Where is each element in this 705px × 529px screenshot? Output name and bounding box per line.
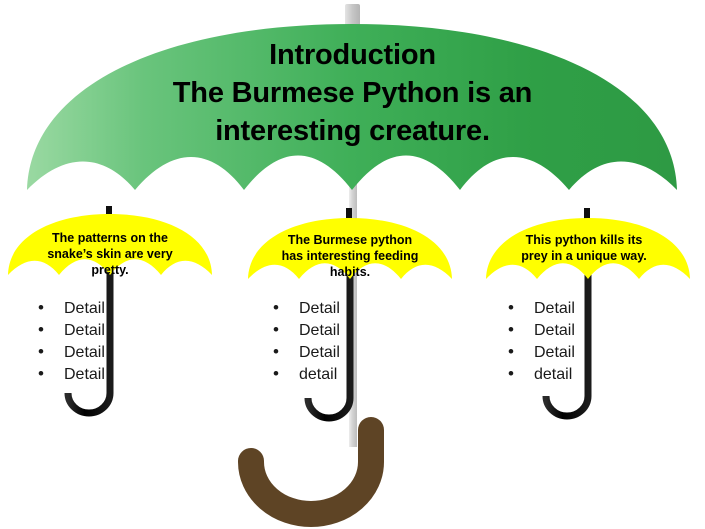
list-item: Detail <box>500 297 575 320</box>
sub-umbrella-3-bullet-list: Detail Detail Detail detail <box>500 297 575 386</box>
list-item: Detail <box>265 297 340 320</box>
sub-umbrella-1-caption: The patterns on the snake’s skin are ver… <box>47 231 173 277</box>
list-item: detail <box>265 363 340 386</box>
list-item: Detail <box>30 341 105 364</box>
list-item: Detail <box>265 341 340 364</box>
sub-umbrella-1-bullet-list: Detail Detail Detail Detail <box>30 297 105 386</box>
main-umbrella-title: Introduction The Burmese Python is an in… <box>172 39 533 147</box>
main-umbrella-canopy <box>27 24 677 190</box>
main-umbrella-finial <box>345 4 360 28</box>
sub-umbrella-1 <box>8 206 212 417</box>
sub-umbrella-2-bullet-list: Detail Detail Detail detail <box>265 297 340 386</box>
list-item: Detail <box>265 319 340 342</box>
sub-umbrella-3 <box>486 208 690 420</box>
main-umbrella-handle <box>237 417 384 527</box>
list-item: detail <box>500 363 575 386</box>
sub-umbrella-2 <box>248 208 452 422</box>
list-item: Detail <box>500 319 575 342</box>
list-item: Detail <box>30 297 105 320</box>
list-item: Detail <box>30 363 105 386</box>
sub-umbrella-2-caption: The Burmese python has interesting feedi… <box>281 233 419 279</box>
list-item: Detail <box>30 319 105 342</box>
list-item: Detail <box>500 341 575 364</box>
sub-umbrella-3-caption: This python kills its prey in a unique w… <box>521 233 647 263</box>
